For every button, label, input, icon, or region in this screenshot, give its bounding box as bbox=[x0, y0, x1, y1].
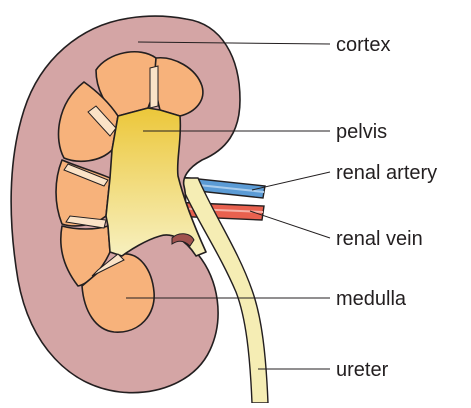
label-ureter: ureter bbox=[336, 359, 389, 381]
label-renal-artery: renal artery bbox=[336, 162, 437, 184]
label-renal-vein: renal vein bbox=[336, 228, 423, 250]
renal-artery-leader-line bbox=[252, 172, 330, 190]
label-cortex: cortex bbox=[336, 34, 390, 56]
label-medulla: medulla bbox=[336, 288, 407, 310]
label-pelvis: pelvis bbox=[336, 121, 387, 143]
renal-vein-leader-line bbox=[250, 211, 330, 238]
